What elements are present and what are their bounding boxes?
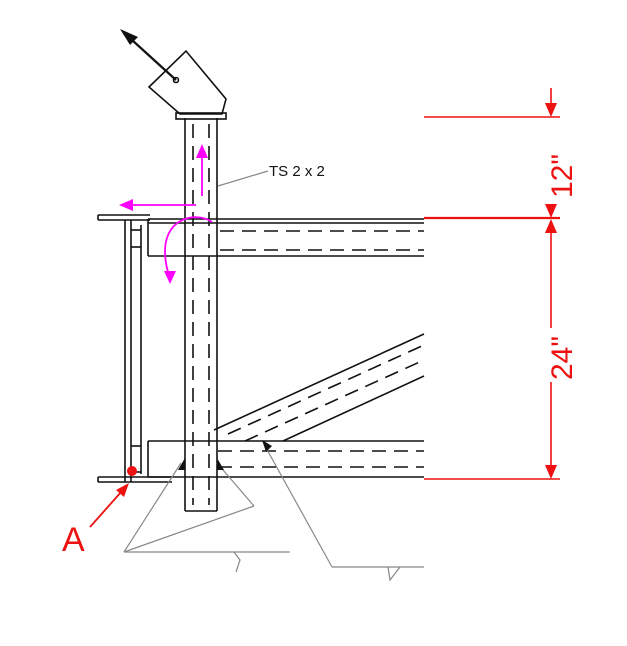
dimension-lines	[424, 88, 560, 480]
reaction-arrows	[119, 144, 213, 284]
top-cap	[147, 49, 227, 115]
dimension-24-label: 24"	[546, 336, 579, 380]
top-chord	[147, 218, 424, 257]
bottom-chord	[147, 440, 424, 478]
left-channel	[97, 214, 172, 483]
point-a-label: A	[62, 521, 85, 559]
diagonal-brace	[213, 333, 425, 442]
point-a-marker	[89, 466, 137, 528]
leader-arrowhead	[262, 440, 272, 452]
dimension-12-label: 12"	[546, 154, 579, 198]
applied-force-arrow	[120, 29, 177, 81]
weld-leaders	[123, 170, 424, 582]
vertical-tube	[175, 112, 227, 512]
weld-fillets	[178, 458, 224, 470]
member-label: TS 2 x 2	[269, 163, 325, 180]
